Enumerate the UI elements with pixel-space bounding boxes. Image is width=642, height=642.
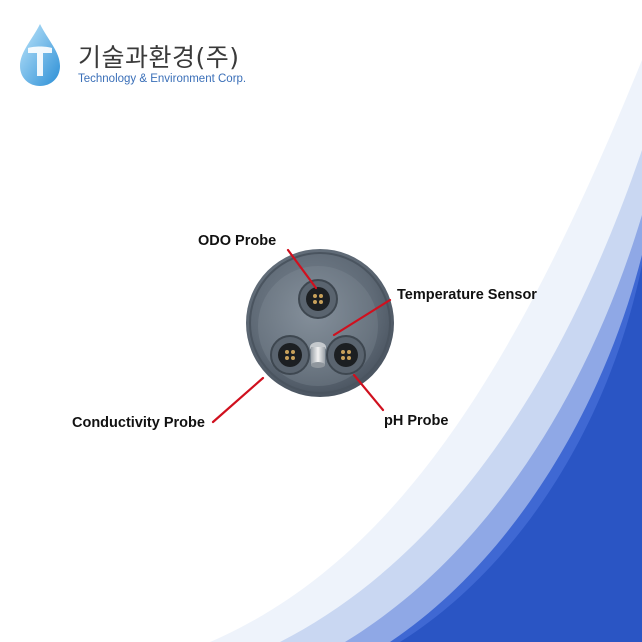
background-swoosh xyxy=(210,60,642,642)
temperature-sensor-label: Temperature Sensor xyxy=(397,287,537,303)
ph-probe-label: pH Probe xyxy=(384,413,449,429)
odo-port xyxy=(298,279,338,319)
water-drop-icon xyxy=(20,24,60,86)
conductivity-port xyxy=(270,335,310,375)
temperature-pin xyxy=(310,342,326,368)
company-name-english: Technology & Environment Corp. xyxy=(78,73,247,85)
temperature-leader xyxy=(332,298,392,337)
company-logo: 기술과환경(주) Technology & Environment Corp. xyxy=(14,18,254,90)
ph-leader xyxy=(352,373,385,412)
conductivity-probe-label: Conductivity Probe xyxy=(72,415,205,431)
ph-port xyxy=(326,335,366,375)
sonde-probe-head xyxy=(246,249,394,397)
company-name-korean: 기술과환경(주) xyxy=(78,43,240,72)
conductivity-leader xyxy=(211,376,265,424)
odo-probe-label: ODO Probe xyxy=(198,233,277,249)
odo-leader xyxy=(286,248,318,290)
leader-lines xyxy=(211,248,392,424)
